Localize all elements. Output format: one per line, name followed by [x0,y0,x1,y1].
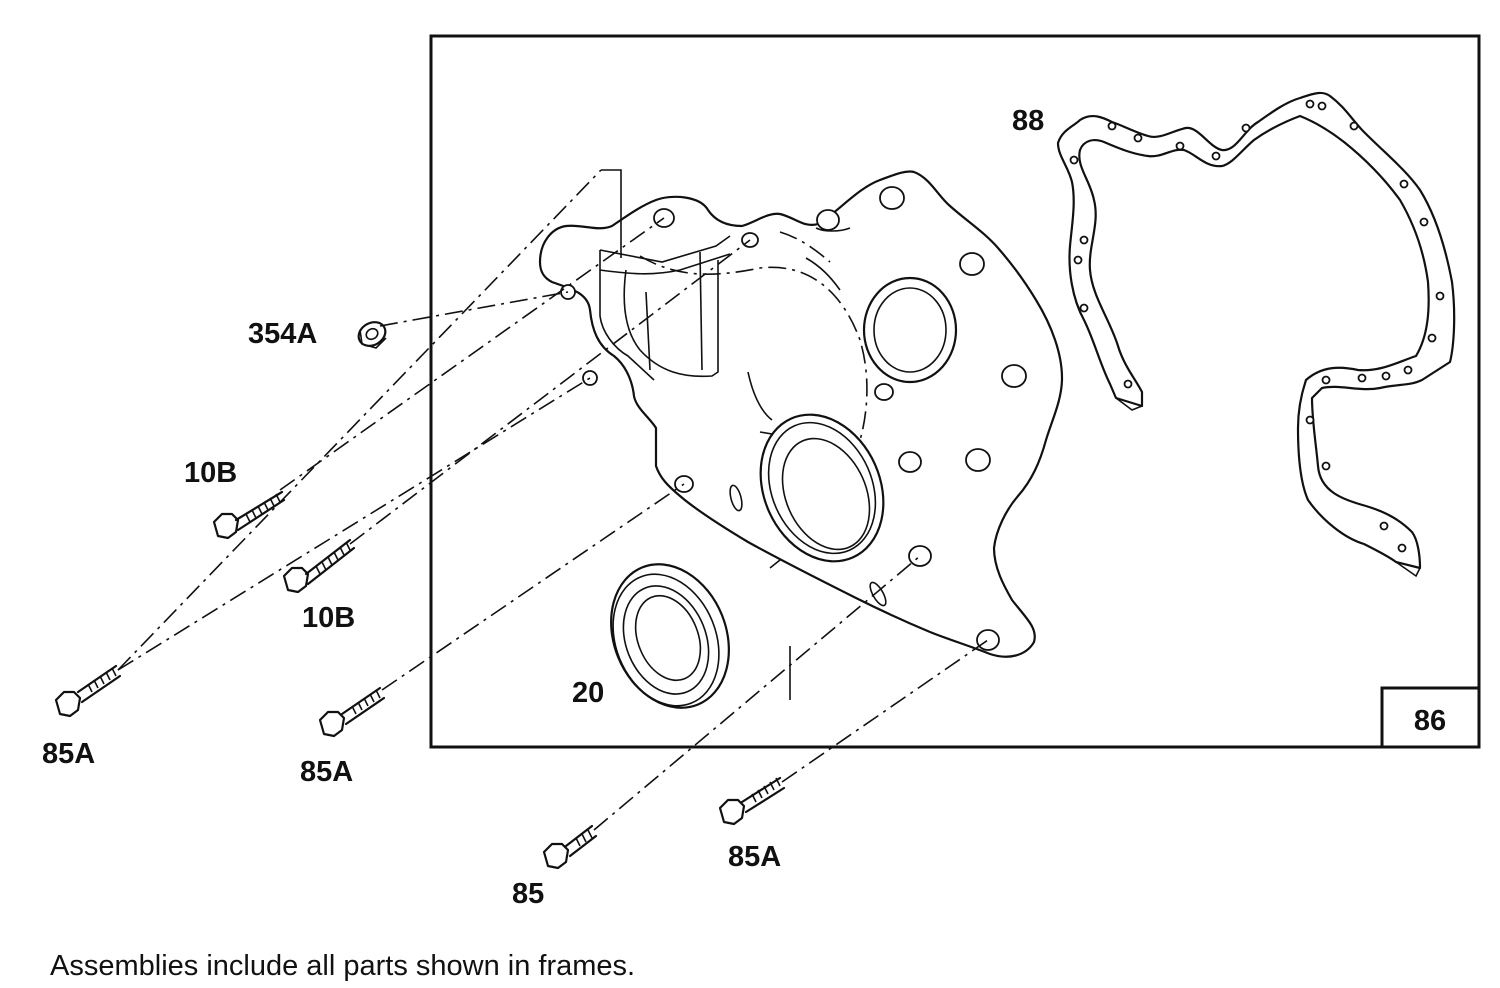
frame-break-line [601,169,622,258]
bolt-85-callout: 85 [512,878,544,910]
seal-callout: 20 [572,677,604,709]
gasket-outline [1056,91,1456,578]
bolt-85a-mid-left [318,686,386,738]
bolt-10b-upper-callout: 10B [184,457,237,489]
bolt-10b-upper [212,490,286,540]
frame-number-label: 86 [1414,705,1446,737]
crankshaft-seal-bore [759,413,885,569]
cover-slots [729,484,887,607]
bolt-85a-mid-left-callout: 85A [300,756,353,788]
bolt-85 [542,824,598,870]
assembly-footnote: Assemblies include all parts shown in fr… [50,950,636,982]
timing-cover-body [538,170,1064,658]
bolt-85a-bottom [718,776,786,826]
gasket-callout: 88 [1012,105,1044,137]
bolt-85a-far-left-callout: 85A [42,738,95,770]
gasket-bolt-holes [1069,99,1445,553]
bolt-10b-lower-callout: 10B [302,602,355,634]
bolt-10b-lower [282,538,356,594]
frame-number-box [1380,686,1481,749]
bolt-85a-bottom-callout: 85A [728,841,781,873]
nut-354a [357,321,387,349]
timing-cover-hidden-edges [639,231,868,441]
assembly-frame [429,34,1481,749]
cover-upper-boss [862,276,958,384]
nut-callout: 354A [248,318,317,350]
center-lines [117,169,989,831]
bolt-85a-far-left [54,664,122,718]
oil-seal [610,563,730,709]
